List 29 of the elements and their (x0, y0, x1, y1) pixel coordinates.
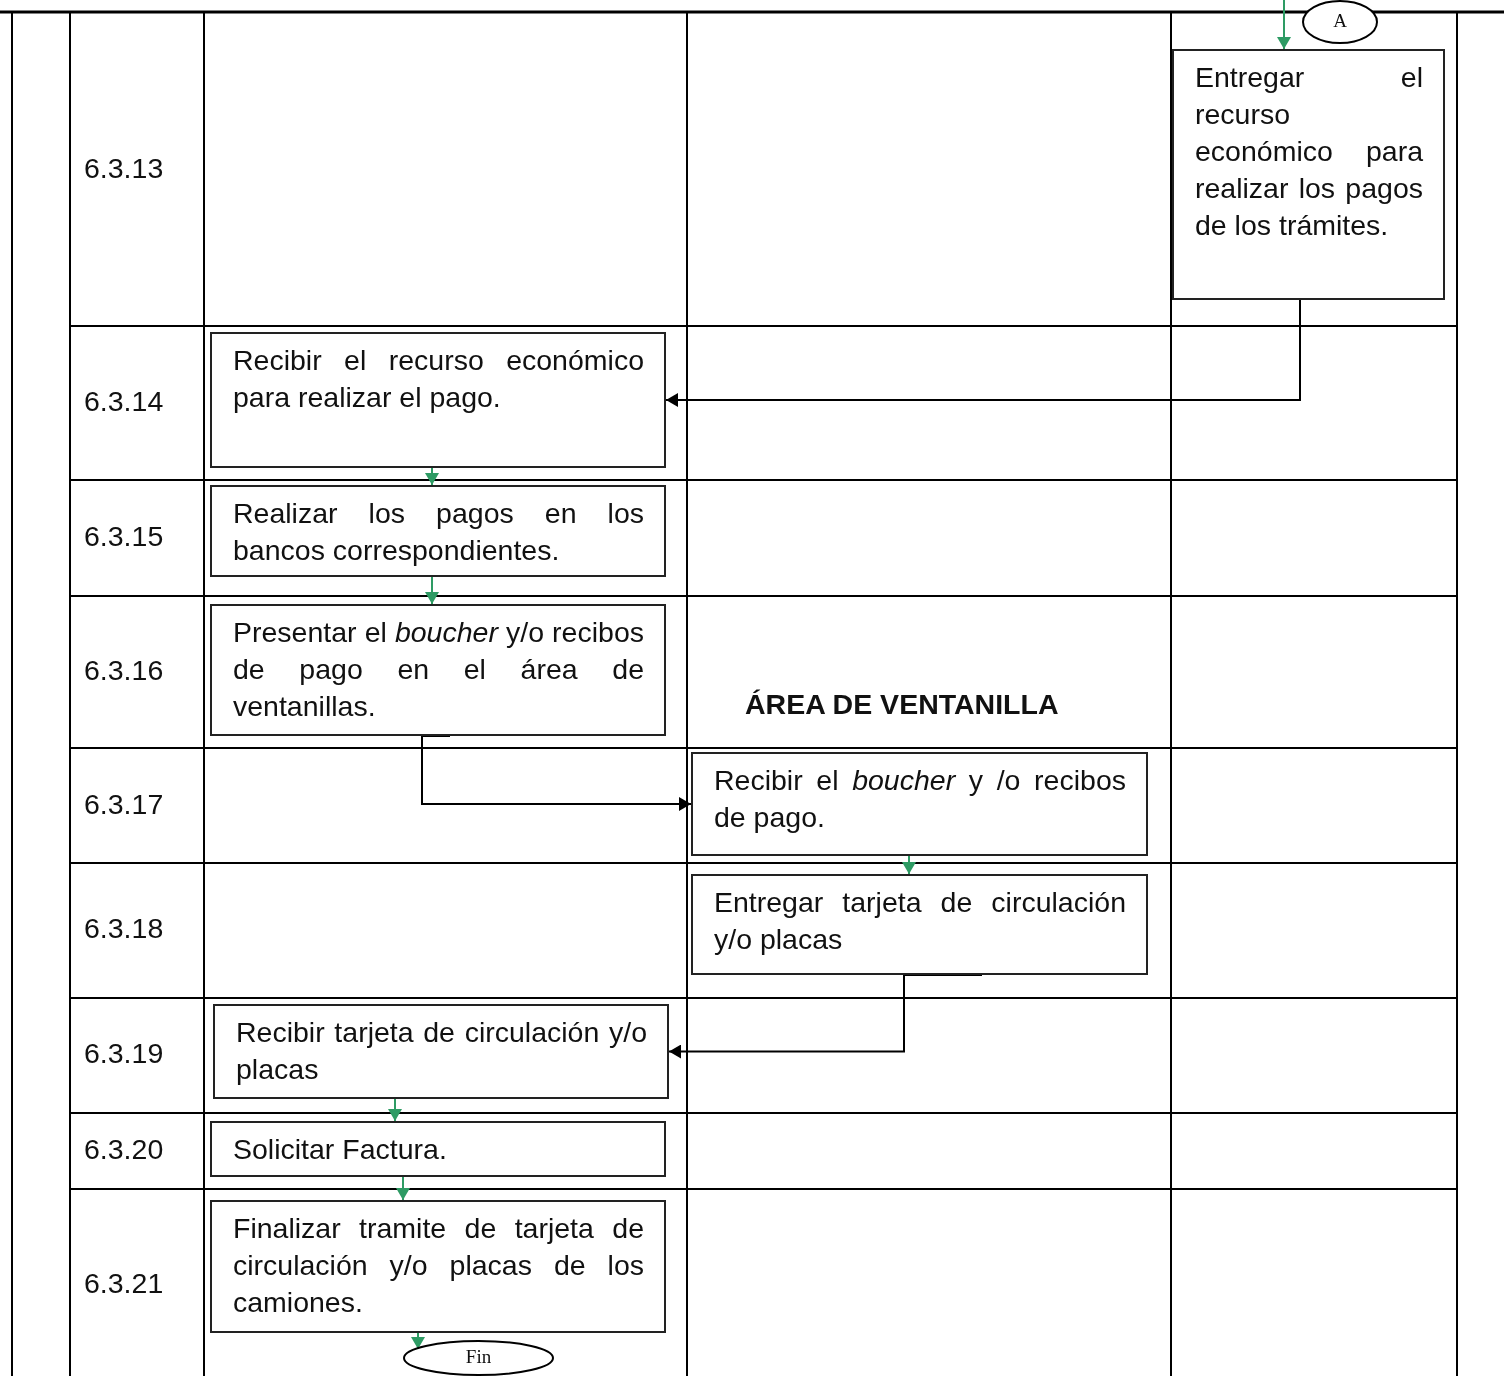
lane-heading: ÁREA DE VENTANILLA (745, 688, 1059, 721)
process-box: Recibir tarjeta de circulación y/o placas (213, 1004, 669, 1099)
arrow (396, 1176, 410, 1201)
terminator-oval: Fin (403, 1340, 554, 1376)
process-box: Presentar el boucher y/o recibos de pago en el área de ventanillas. (210, 604, 666, 736)
arrow (665, 299, 1301, 407)
step-number: 6.3.19 (84, 1037, 164, 1070)
connector-circle: A (1302, 0, 1378, 44)
step-number: 6.3.15 (84, 520, 164, 553)
arrow (902, 855, 916, 875)
process-box: Entregar el recurso económico para realizar los pagos de los trámites. (1172, 49, 1445, 300)
arrow (388, 1098, 402, 1122)
step-number: 6.3.13 (84, 152, 164, 185)
step-number: 6.3.16 (84, 654, 164, 687)
step-number: 6.3.14 (84, 385, 164, 418)
arrow (425, 576, 439, 605)
arrow (1277, 0, 1291, 50)
process-box: Solicitar Factura. (210, 1121, 666, 1177)
step-number: 6.3.18 (84, 912, 164, 945)
process-box: Recibir el recurso económico para realizar el pago. (210, 332, 666, 468)
step-number: 6.3.17 (84, 788, 164, 821)
process-box: Finalizar tramite de tarjeta de circulación y/o placas de los camiones. (210, 1200, 666, 1333)
step-number: 6.3.21 (84, 1267, 164, 1300)
process-box: Recibir el boucher y /o recibos de pago. (691, 752, 1148, 856)
process-box: Entregar tarjeta de circulación y/o placas (691, 874, 1148, 975)
step-number: 6.3.20 (84, 1133, 164, 1166)
arrow (421, 735, 692, 811)
arrow (425, 467, 439, 486)
process-box: Realizar los pagos en los bancos correspondientes. (210, 485, 666, 577)
